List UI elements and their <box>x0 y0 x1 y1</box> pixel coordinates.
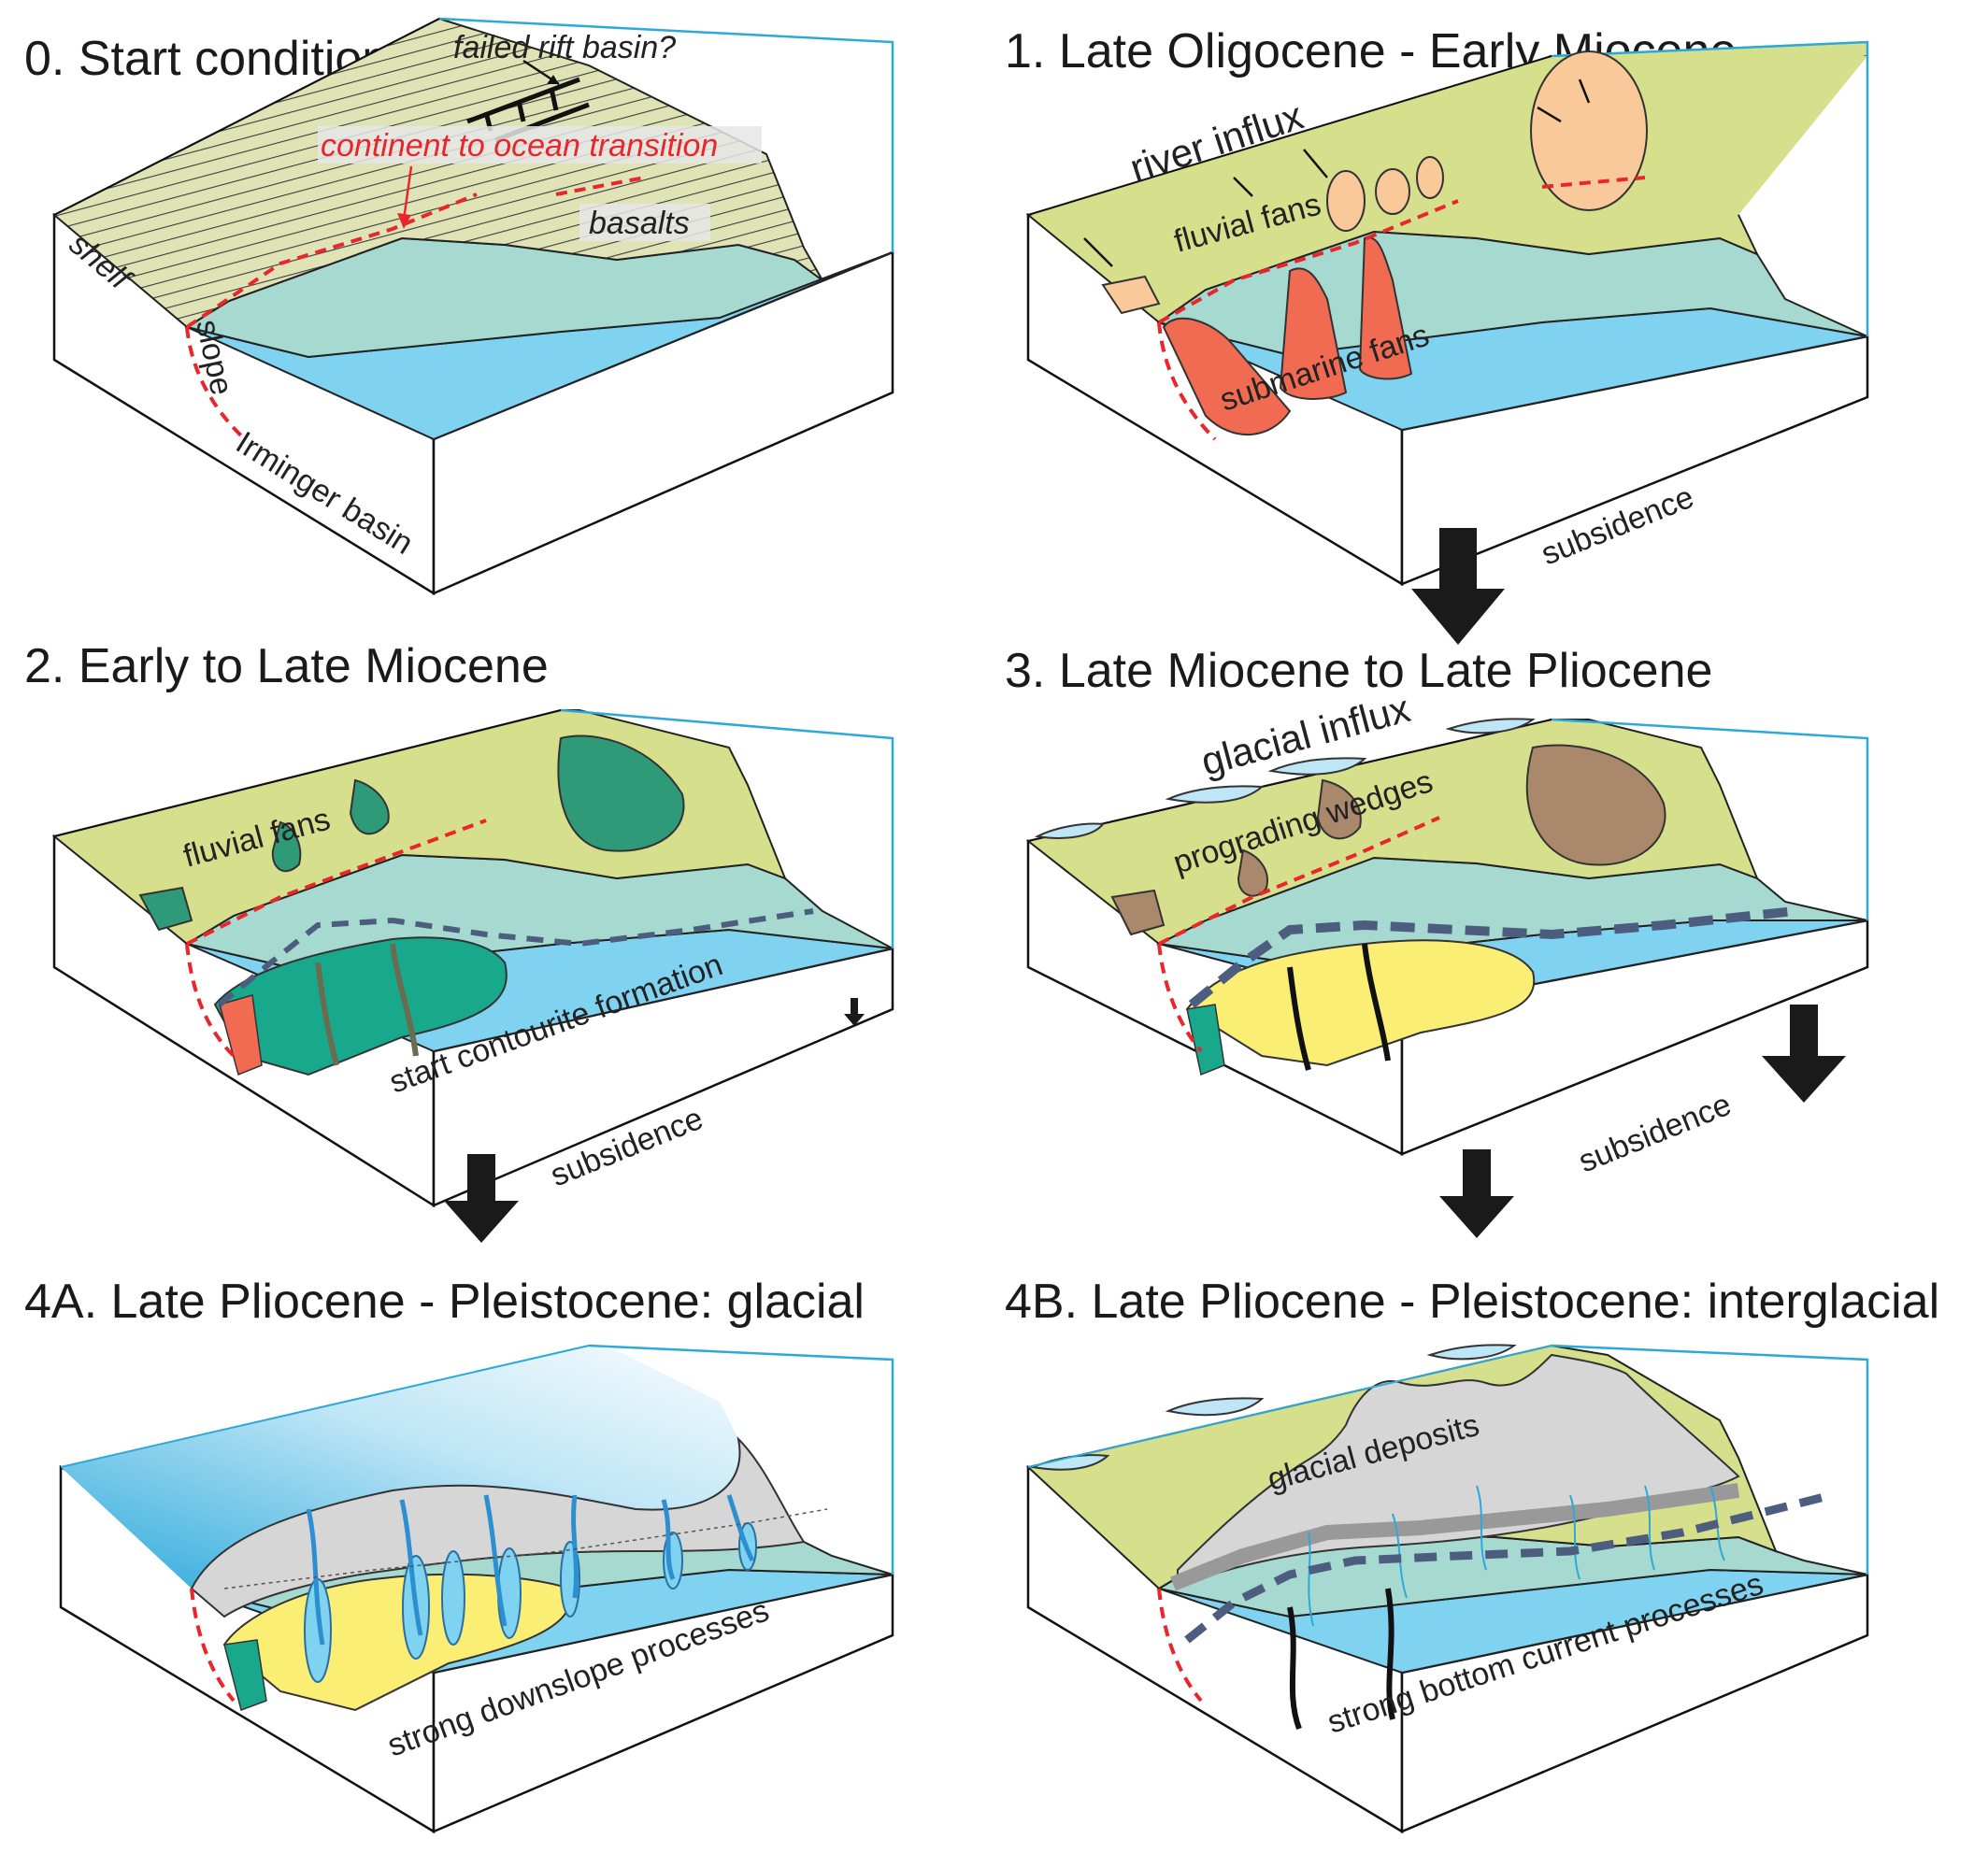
panel-1-fan-3 <box>1416 156 1444 199</box>
panel-4a-box-edge <box>588 1344 894 1575</box>
panel-1-subfan-3 <box>1358 236 1413 380</box>
panel-1-fault <box>1157 321 1217 441</box>
panel-3-box-back-edge <box>1027 719 1552 842</box>
panel-2-contourite-drift <box>213 936 508 1076</box>
panel-3-wedge-1 <box>1316 778 1362 840</box>
panel-4a: 4A. Late Pliocene - Pleistocene: glacial <box>24 1275 894 1834</box>
panel-4b-current-path <box>1184 1490 1834 1644</box>
panel-1-influx-arrows <box>1083 78 1591 267</box>
panel-4a-shelf-edge-line <box>223 1508 828 1589</box>
panel-0-cot-label: continent to ocean transition <box>321 128 718 164</box>
panel-3-subsidence-label: subsidence <box>1574 1087 1737 1180</box>
panel-0-cot-label-bg <box>318 126 762 164</box>
panel-3: 3. Late Miocene to Late Pliocene glacial… <box>1005 644 1869 1238</box>
panel-4a-fault <box>190 1588 236 1703</box>
panel-1-cot-line <box>1158 199 1459 324</box>
panel-1-subfan-2 <box>1279 267 1348 400</box>
panel-3-title: 3. Late Miocene to Late Pliocene <box>1005 644 1712 698</box>
panel-2-box-back-edge <box>53 709 562 837</box>
panel-3-current-path <box>1188 906 1795 1008</box>
panel-0-cot-line-2 <box>555 176 646 196</box>
panel-1-fan-large <box>1530 50 1648 211</box>
panel-0: 0. Start condition continent to ocean tr… <box>24 17 894 596</box>
panel-2-red-layer <box>219 994 263 1076</box>
panel-2-fan-2 <box>271 820 302 873</box>
panel-0-rift-arrowhead <box>547 75 559 84</box>
panel-1-fan-corner <box>1101 275 1161 315</box>
panel-2-box-edge <box>560 708 894 948</box>
panel-0-box-edge <box>438 17 894 252</box>
panel-0-box-back-edge <box>53 18 440 216</box>
panel-0-basalts-label-bg <box>579 204 710 241</box>
panel-3-wedge-2 <box>1237 848 1268 897</box>
panel-1-subfan-1 <box>1162 317 1292 436</box>
panel-4a-green-layer <box>223 1639 267 1711</box>
panel-2-small-arrow <box>844 998 865 1026</box>
panel-3-box-edge <box>1551 718 1869 920</box>
panel-1-shelf-top <box>1028 56 1867 215</box>
panel-2-fan-1 <box>349 778 390 835</box>
panel-2: 2. Early to Late Miocene fluvial fans st… <box>24 639 894 1243</box>
panel-0-failed-rift-label: failed rift basin? <box>453 30 676 65</box>
panel-4a-box-back-edge <box>60 1345 590 1468</box>
panel-0-cot-arrowhead <box>397 213 411 229</box>
panel-4b-box-back-edge <box>1027 1345 1552 1468</box>
panel-4b-grey-band <box>1170 1483 1740 1591</box>
panel-3-ice-lenses <box>1034 718 1536 839</box>
panel-0-basalts-label: basalts <box>589 206 690 241</box>
panel-3-right-arrow <box>1762 1005 1846 1103</box>
panel-3-green-layer <box>1186 1004 1225 1076</box>
panel-4a-channels <box>306 1494 755 1646</box>
panel-1-box-edge <box>1551 40 1869 336</box>
panel-3-subsidence-arrow <box>1439 1149 1514 1238</box>
panel-2-fan-corner <box>138 886 193 932</box>
panel-1-subsidence-arrow <box>1411 528 1505 645</box>
panel-2-fault <box>185 943 236 1058</box>
panel-4b-box-edge <box>1551 1344 1869 1575</box>
panel-3-contourite-drift <box>1185 939 1536 1067</box>
panel-2-current-path <box>218 908 814 1007</box>
panel-1: 1. Late Oligocene - Early Miocene river … <box>1005 24 1869 645</box>
panel-1-box-back-edge <box>1027 55 1552 216</box>
panel-0-fault <box>185 326 247 441</box>
panel-0-shelf-basalts <box>52 17 823 329</box>
panel-4a-title: 4A. Late Pliocene - Pleistocene: glacial <box>24 1275 865 1329</box>
panel-2-fan-large <box>557 734 685 852</box>
panel-2-channels <box>315 943 419 1066</box>
panel-4b-ice-lenses <box>1029 1344 1517 1471</box>
panel-3-channels <box>1287 943 1391 1071</box>
panel-0-cot-line <box>185 192 478 329</box>
panel-4b: 4B. Late Pliocene - Pleistocene: intergl… <box>1005 1275 1939 1834</box>
panel-3-cot-line <box>1158 816 1440 946</box>
panel-1-fan-1 <box>1326 170 1366 232</box>
panel-1-fan-2 <box>1375 168 1410 215</box>
panel-4b-fault <box>1157 1588 1203 1703</box>
panel-3-wedge-large <box>1525 744 1666 866</box>
panel-2-title: 2. Early to Late Miocene <box>24 639 549 693</box>
panel-4b-dark-channels <box>1287 1588 1395 1731</box>
panel-3-wedge-corner <box>1110 889 1166 936</box>
panel-4b-title: 4B. Late Pliocene - Pleistocene: intergl… <box>1005 1275 1939 1329</box>
panel-0-cot-arrow <box>402 165 413 221</box>
panel-2-subsidence-arrow <box>444 1154 519 1243</box>
panel-3-fault <box>1157 943 1203 1053</box>
